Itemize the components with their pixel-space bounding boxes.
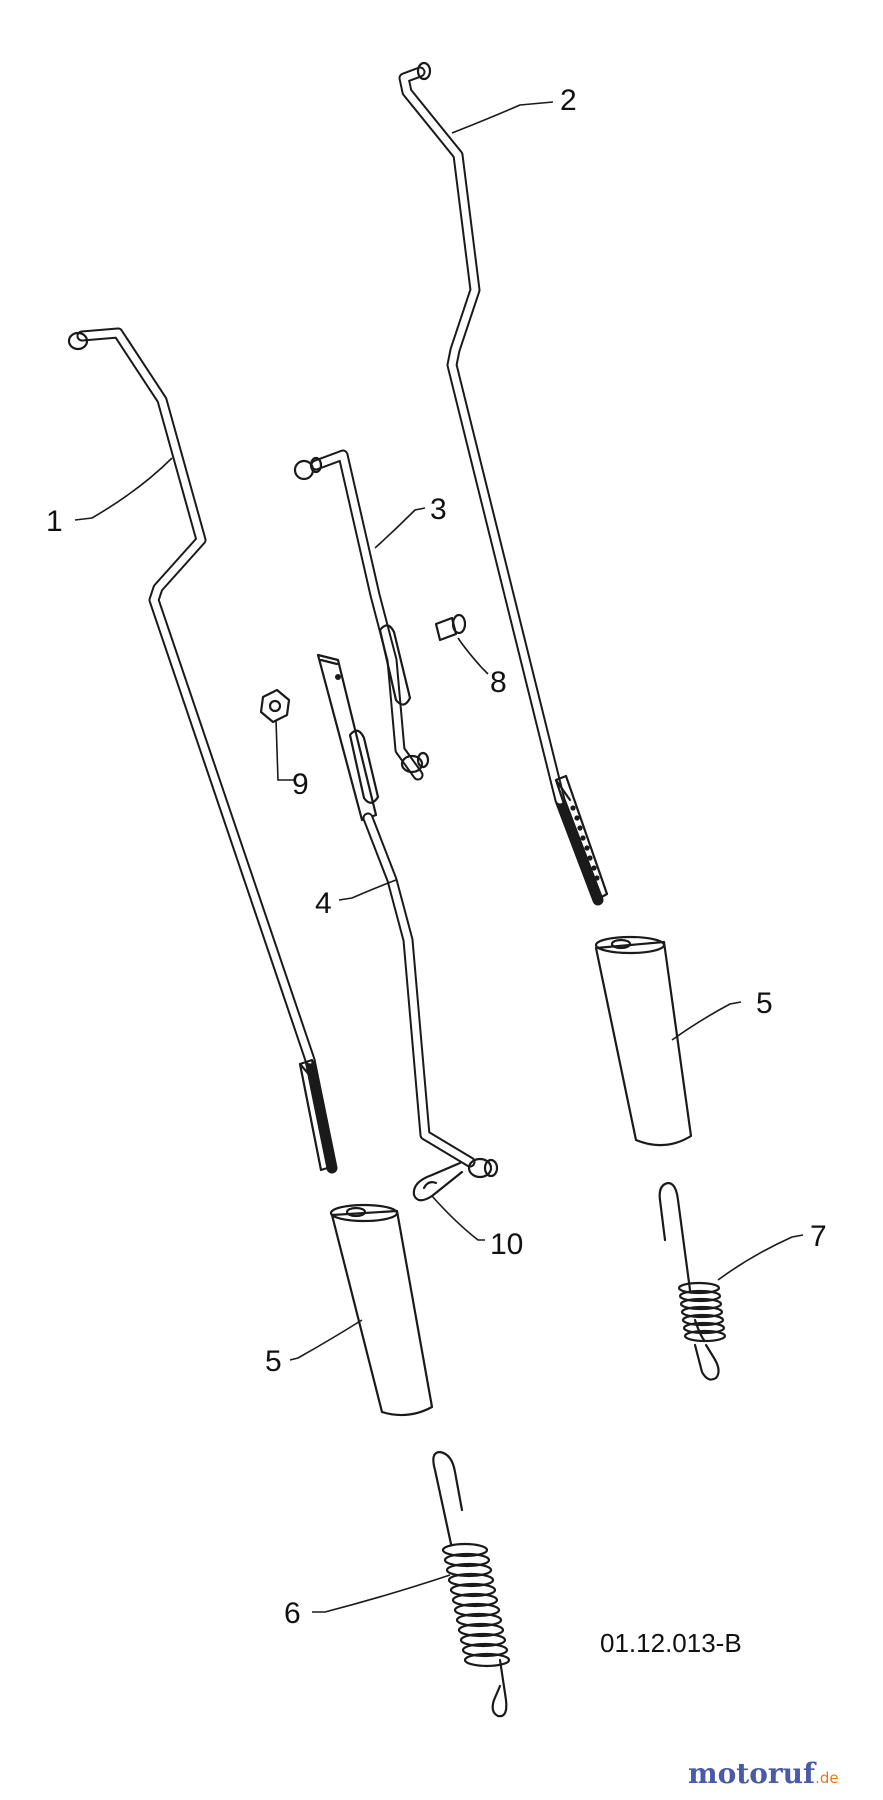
part-3-link-rod [293,449,430,781]
callout-9: 9 [292,768,309,801]
callout-10: 10 [490,1228,523,1261]
callout-4: 4 [315,887,332,920]
part-6-coils [441,1542,511,1668]
watermark-suffix: .de [815,1769,839,1787]
part-5-grip-upper [594,935,693,1147]
callout-3: 3 [430,493,447,526]
watermark-brand: motoruf [688,1757,817,1790]
callout-1: 1 [46,505,63,538]
callout-6: 6 [284,1597,301,1630]
callout-5-upper: 5 [756,987,773,1020]
callout-7: 7 [810,1220,827,1253]
svg-text:motoruf.de: motoruf.de [688,1757,839,1790]
part-1-control-rod [67,327,338,1174]
part-7-spring-short [658,1181,727,1381]
callout-2: 2 [560,84,577,117]
part-5-grip-lower [329,1203,434,1417]
part-9-hex-nut [259,688,291,724]
leader-lines [74,101,804,1613]
part-4-shift-rod [316,653,499,1179]
part-6-spring-long [432,1450,511,1718]
diagram-reference-code: 01.12.013-B [600,1628,742,1658]
part-8-pin [434,613,467,642]
callout-8: 8 [490,666,507,699]
callout-labels: 1 2 3 4 5 5 6 7 8 9 10 [46,84,827,1630]
part-1-adjust-holes [313,1091,331,1152]
part-2-adjust-holes [570,805,600,881]
part-2-control-rod [398,61,609,906]
callout-5-lower: 5 [265,1345,282,1378]
part-7-coils [677,1281,727,1343]
part-10-hairpin-clip [412,1161,464,1202]
watermark-logo: motoruf.de [688,1757,839,1790]
